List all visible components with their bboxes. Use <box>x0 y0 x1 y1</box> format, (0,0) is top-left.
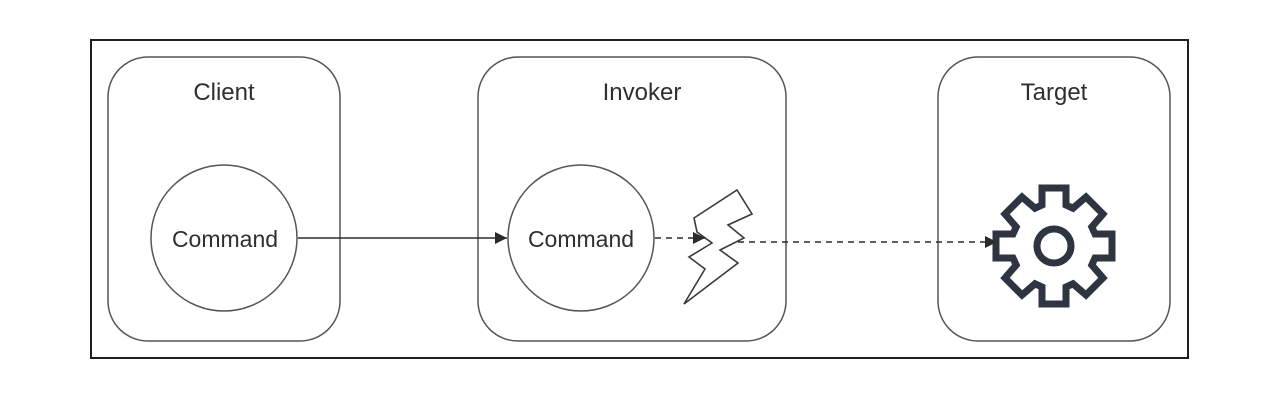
gear-icon <box>992 184 1116 308</box>
invoker-command-circle <box>507 164 655 312</box>
invoker-command-label: Command <box>528 226 634 252</box>
target-title: Target <box>1021 79 1088 106</box>
client-command-circle <box>150 164 298 312</box>
target-box: Target <box>937 56 1171 342</box>
client-container <box>107 56 341 342</box>
client-title: Client <box>193 79 255 106</box>
invoker-box: Invoker Command <box>477 56 787 342</box>
client-command-label: Command <box>172 226 278 252</box>
diagram-frame <box>90 39 1189 359</box>
invoker-title: Invoker <box>603 79 682 106</box>
target-container <box>937 56 1171 342</box>
client-box: Client Command <box>107 56 341 342</box>
invoker-container <box>477 56 787 342</box>
lightning-bolt-icon <box>683 188 754 305</box>
